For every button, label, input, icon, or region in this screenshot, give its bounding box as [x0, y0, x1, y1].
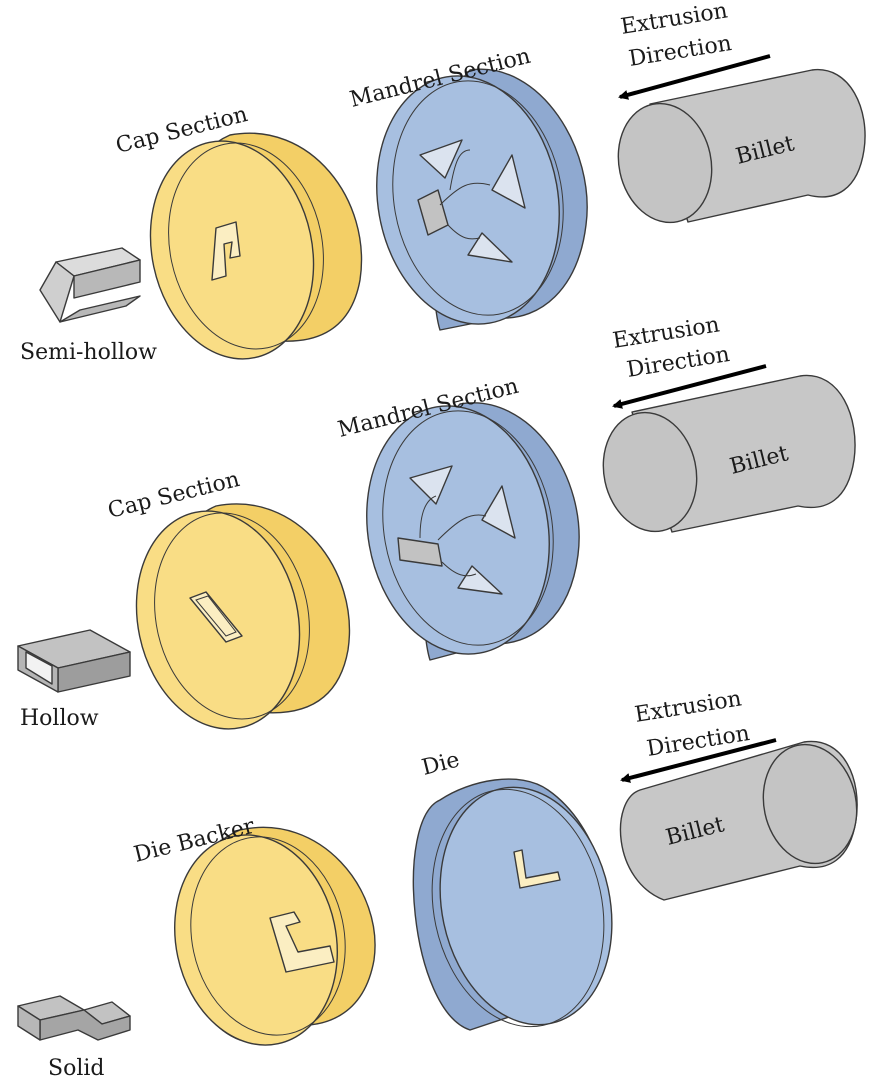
- extrusion-direction-1: Extrusion Direction: [618, 0, 771, 100]
- profile-semi-hollow: Semi-hollow: [20, 247, 157, 365]
- extrusion-arrow-2: [612, 364, 767, 409]
- extrusion-arrow-3: [620, 738, 777, 783]
- cap-aperture-1: [211, 221, 241, 281]
- row-hollow: Extrusion Direction Billet Mandrel Secti…: [17, 312, 856, 731]
- mandrel-section-1: Mandrel Section: [347, 44, 588, 331]
- die-3: Die: [412, 747, 613, 1031]
- extrusion-label-3a: Extrusion: [633, 686, 743, 728]
- row-solid: Extrusion Direction Billet Die Die Backe…: [17, 686, 858, 1081]
- die-aperture-3: [513, 849, 561, 889]
- backer-aperture-3: [269, 911, 335, 973]
- extrusion-label-1b: Direction: [627, 31, 733, 72]
- profile-label-3: Solid: [48, 1056, 104, 1081]
- cap-section-1: Cap Section: [113, 102, 363, 360]
- port-1b: [491, 154, 526, 209]
- profile-hollow: Hollow: [17, 629, 131, 731]
- row-semi-hollow: Extrusion Direction Billet Mandrel Secti…: [20, 0, 866, 365]
- profile-label-1: Semi-hollow: [20, 340, 157, 365]
- extrusion-arrow-1: [618, 54, 771, 100]
- die-label-3: Die: [419, 747, 462, 780]
- cap-section-2: Cap Section: [105, 467, 351, 730]
- port-1a: [419, 139, 463, 179]
- billet-3: Billet: [619, 740, 858, 901]
- billet-2: Billet: [602, 374, 856, 533]
- port-1c: [467, 232, 513, 263]
- billet-1: Billet: [617, 69, 866, 224]
- extrusion-label-3b: Direction: [645, 721, 751, 762]
- profile-label-2: Hollow: [20, 706, 99, 731]
- mandrel-core-2: [397, 537, 443, 567]
- cap-aperture-2: [189, 591, 243, 643]
- profile-solid: Solid: [17, 995, 131, 1081]
- mandrel-section-2: Mandrel Section: [335, 374, 580, 661]
- die-backer-3: Die Backer: [131, 814, 376, 1046]
